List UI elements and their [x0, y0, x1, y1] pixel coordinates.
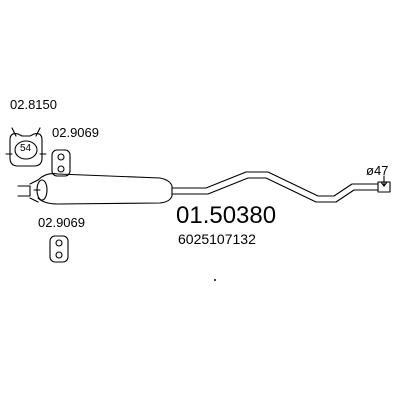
diameter-arrow-icon [380, 175, 388, 187]
rubber-hanger-icon [51, 149, 71, 177]
inlet-flange [17, 179, 39, 203]
outlet-diameter: ø47 [366, 163, 389, 178]
clamp-icon [5, 127, 47, 167]
dot-mark [214, 279, 216, 281]
clamp-size-label: 54 [20, 143, 32, 154]
clamp-part-code: 02.8150 [10, 97, 57, 112]
tail-pipe [171, 171, 391, 203]
muffler-body [33, 173, 173, 205]
oem-number: 6025107132 [178, 231, 256, 247]
main-part-number: 01.50380 [176, 202, 277, 229]
hanger-part-code-top: 02.9069 [52, 125, 99, 140]
rubber-hanger-icon [49, 235, 69, 263]
hanger-part-code-bottom: 02.9069 [38, 215, 85, 230]
